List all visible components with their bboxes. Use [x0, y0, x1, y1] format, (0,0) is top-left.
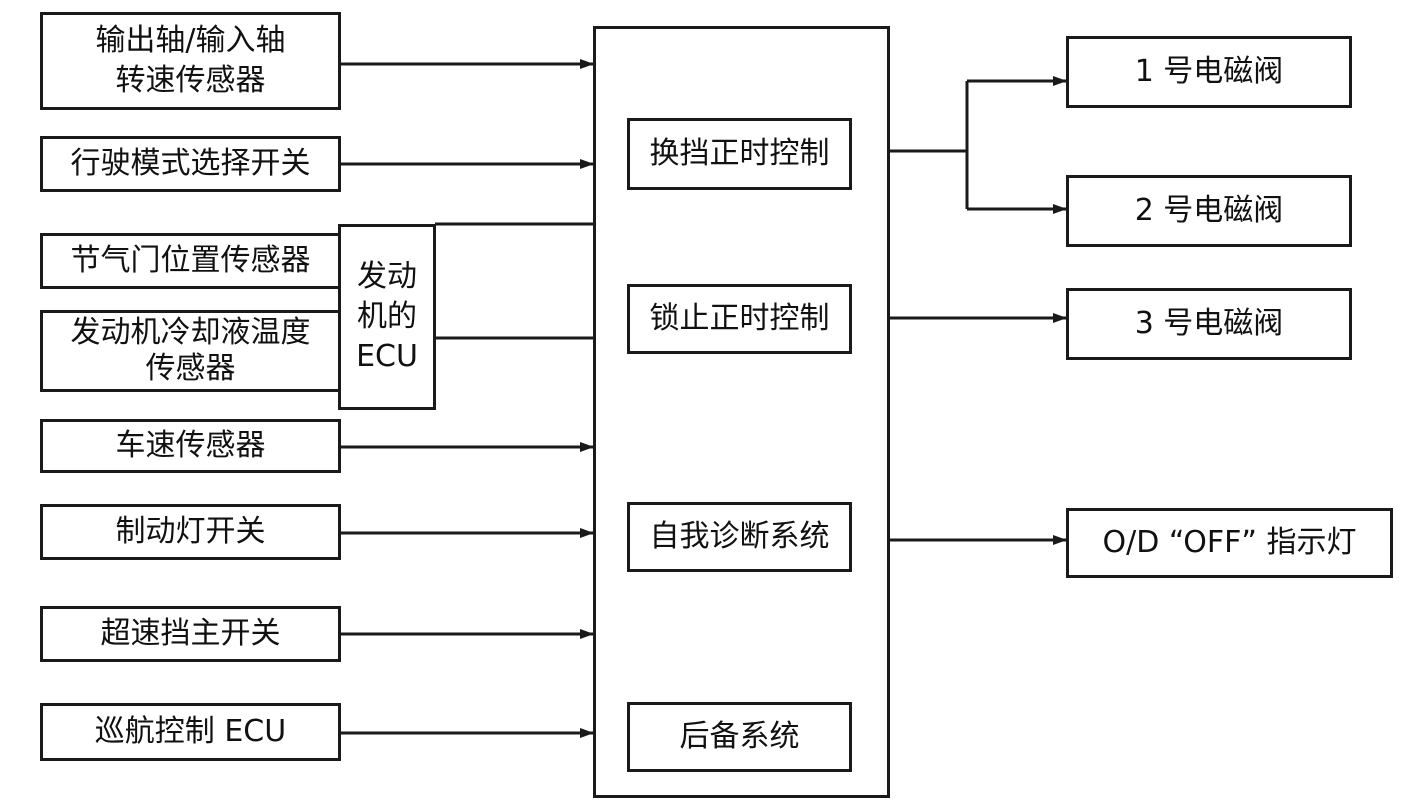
- throttle-sensor-label: 节气门位置传感器: [70, 243, 311, 278]
- cruise-ecu-box: 巡航控制 ECU: [40, 703, 341, 761]
- solenoid-2-label: 2 号电磁阀: [1134, 193, 1284, 228]
- drive-mode-switch-label: 行驶模式选择开关: [70, 146, 311, 181]
- solenoid-1-label: 1 号电磁阀: [1134, 54, 1284, 89]
- drive-mode-switch-box: 行驶模式选择开关: [40, 136, 341, 192]
- lockup-timing-label: 锁止正时控制: [649, 301, 830, 336]
- engine-ecu-box: 发动 机的 ECU: [338, 224, 436, 410]
- lockup-timing-box: 锁止正时控制: [627, 284, 852, 354]
- self-diagnosis-box: 自我诊断系统: [627, 502, 852, 572]
- solenoid-2-box: 2 号电磁阀: [1066, 175, 1352, 247]
- engine-ecu-label: 发动 机的 ECU: [356, 259, 418, 374]
- shift-timing-label: 换挡正时控制: [649, 136, 830, 171]
- od-off-lamp-label: O/D “OFF” 指示灯: [1102, 525, 1357, 560]
- backup-system-box: 后备系统: [627, 702, 852, 772]
- self-diagnosis-label: 自我诊断系统: [649, 519, 830, 554]
- od-off-lamp-box: O/D “OFF” 指示灯: [1066, 508, 1393, 578]
- solenoid-3-box: 3 号电磁阀: [1066, 288, 1352, 360]
- backup-system-label: 后备系统: [679, 719, 800, 754]
- speed-sensor-label: 输出轴/输入轴 转速传感器: [95, 23, 286, 98]
- coolant-sensor-box: 发动机冷却液温度 传感器: [40, 310, 341, 392]
- overdrive-switch-label: 超速挡主开关: [100, 616, 281, 651]
- solenoid-3-label: 3 号电磁阀: [1134, 306, 1284, 341]
- shift-timing-box: 换挡正时控制: [627, 118, 852, 190]
- vehicle-speed-sensor-label: 车速传感器: [115, 428, 266, 463]
- cruise-ecu-label: 巡航控制 ECU: [94, 714, 287, 749]
- throttle-sensor-box: 节气门位置传感器: [40, 233, 341, 289]
- brake-light-switch-box: 制动灯开关: [40, 504, 341, 560]
- coolant-sensor-label: 发动机冷却液温度 传感器: [70, 315, 311, 386]
- vehicle-speed-sensor-box: 车速传感器: [40, 419, 341, 473]
- brake-light-switch-label: 制动灯开关: [115, 514, 266, 549]
- speed-sensor-box: 输出轴/输入轴 转速传感器: [40, 12, 341, 110]
- solenoid-1-box: 1 号电磁阀: [1066, 36, 1352, 108]
- overdrive-switch-box: 超速挡主开关: [40, 606, 341, 662]
